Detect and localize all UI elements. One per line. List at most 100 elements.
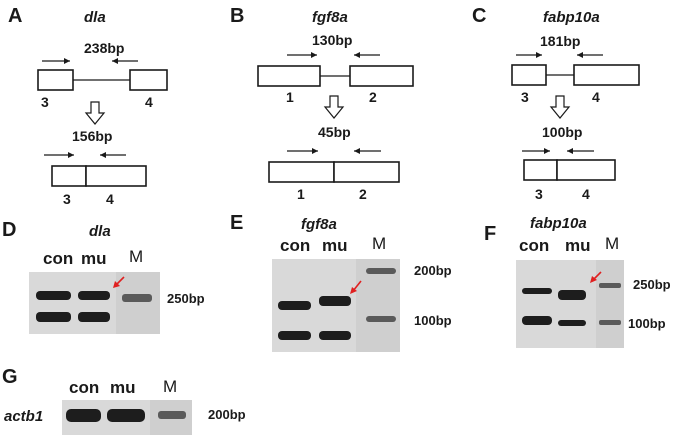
primer-reverse-head [567,148,573,154]
panel-c-label: C [472,5,486,27]
panel-f-gene: fabp10a [530,215,587,232]
gel-band [66,409,101,422]
marker-band [122,294,152,302]
exon-number: 3 [535,186,543,202]
panel-g-label: G [2,366,18,388]
panel-a-gene: dla [84,9,106,26]
primer-reverse-head [577,52,583,58]
exon-1 [257,65,321,87]
gel-band [36,312,71,322]
exon-number: 3 [63,191,71,207]
mutation-arrow-head [590,276,597,283]
primer-reverse-head [354,148,360,154]
gel-marker-lane [116,272,160,334]
exon-number: 4 [592,89,600,105]
panel-d: D dla con mu M 250bp [2,219,205,334]
primer-reverse-head [354,52,360,58]
down-arrow-icon [549,95,571,119]
panel-b-top-bp: 130bp [312,32,352,48]
size-label: 250bp [633,277,671,292]
exon-number: 2 [359,186,367,202]
down-arrow-icon [84,101,106,125]
exon-1 [268,161,335,183]
gel-band [522,288,552,294]
exon-number: 1 [286,89,294,105]
primer-forward-head [536,52,542,58]
lane-label-mu: mu [565,236,591,255]
gel-band [107,409,145,422]
exon-3 [523,159,558,181]
lane-label-marker: M [129,247,143,266]
panel-a: A dla 238bp 3 4 156bp 3 4 [8,5,168,207]
lane-label-con: con [280,236,310,255]
panel-e-gene: fgf8a [301,216,337,233]
panel-d-label: D [2,219,16,241]
panel-a-label: A [8,5,22,27]
exon-number: 4 [106,191,114,207]
gel-band [78,291,110,300]
primer-reverse-head [100,152,106,158]
primer-forward-head [64,58,70,64]
panel-e-label: E [230,212,243,234]
gel-band [319,296,351,306]
size-label: 250bp [167,291,205,306]
exon-4 [556,159,616,181]
gel-band [522,316,552,325]
exon-3 [51,165,87,187]
marker-band [366,316,396,322]
panel-a-top-bp: 238bp [84,40,124,56]
marker-band [599,320,621,325]
primer-forward-head [68,152,74,158]
panel-b-gene: fgf8a [312,9,348,26]
gel-image [29,272,116,334]
exon-number: 4 [582,186,590,202]
lane-label-marker: M [372,234,386,253]
lane-label-marker: M [163,377,177,396]
panel-b-label: B [230,5,244,27]
panel-f-label: F [484,223,496,245]
size-label: 100bp [414,313,452,328]
panel-g-gene: actb1 [4,408,43,425]
exon-4 [573,64,640,86]
lane-label-con: con [519,236,549,255]
exon-number: 2 [369,89,377,105]
mutation-arrow-head [113,281,120,288]
lane-label-con: con [43,249,73,268]
exon-number: 4 [145,94,153,110]
gel-band [278,301,311,310]
exon-3 [511,64,547,86]
panel-e: E fgf8a con mu M 200bp 100bp [230,212,452,352]
exon-number: 3 [521,89,529,105]
primer-forward-head [311,52,317,58]
panel-b-bottom-bp: 45bp [318,124,351,140]
gel-band [319,331,351,340]
panel-b: B fgf8a 130bp 1 2 45bp 1 2 [230,5,414,202]
primer-forward-head [544,148,550,154]
marker-band [158,411,186,419]
exon-number: 3 [41,94,49,110]
marker-band [366,268,396,274]
panel-g: G con mu M actb1 200bp [2,366,246,435]
exon-number: 1 [297,186,305,202]
panel-a-bottom-bp: 156bp [72,128,112,144]
lane-label-mu: mu [322,236,348,255]
primer-forward-head [312,148,318,154]
size-label: 200bp [414,263,452,278]
exon-4 [85,165,147,187]
gel-band [78,312,110,322]
panel-c-bottom-bp: 100bp [542,124,582,140]
panel-c-top-bp: 181bp [540,33,580,49]
marker-band [599,283,621,288]
gel-marker-lane [356,259,400,352]
lane-label-mu: mu [110,378,136,397]
exon-2 [349,65,414,87]
panel-d-gene: dla [89,223,111,240]
exon-2 [333,161,400,183]
exon-3 [37,69,74,91]
lane-label-con: con [69,378,99,397]
panel-c: C fabp10a 181bp 3 4 100bp 3 4 [472,5,640,202]
gel-band [558,290,586,300]
panel-c-gene: fabp10a [543,9,600,26]
gel-band [36,291,71,300]
